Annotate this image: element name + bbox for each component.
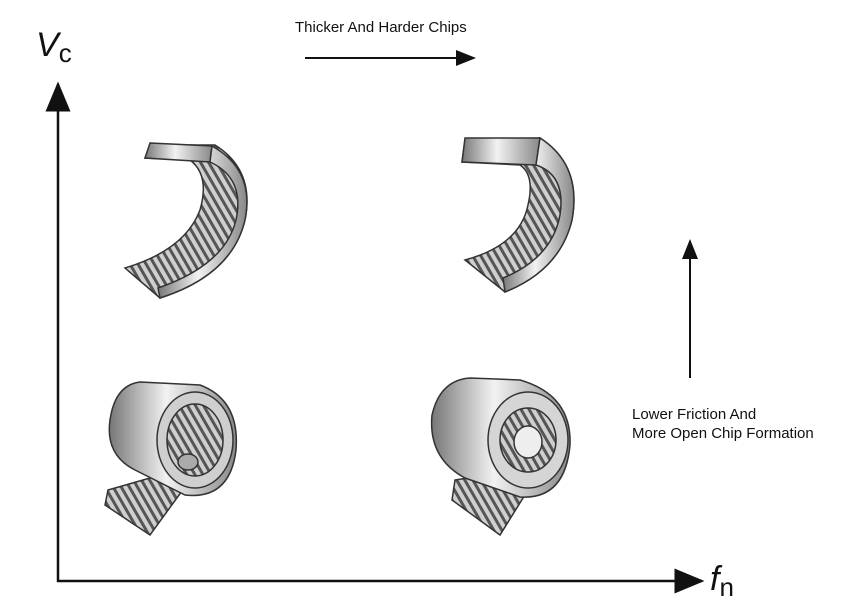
y-axis-symbol: V xyxy=(36,26,59,64)
x-axis-label: fn xyxy=(710,560,734,603)
chip-curled-thick xyxy=(430,377,571,537)
chip-curled-thin xyxy=(104,381,238,537)
chip-open-thin xyxy=(123,142,248,299)
x-axis-subscript: n xyxy=(719,572,734,602)
right-annotation-line1: Lower Friction And xyxy=(632,406,757,423)
top-annotation: Thicker And Harder Chips xyxy=(295,19,467,36)
y-axis-subscript: c xyxy=(58,38,72,68)
right-annotation-line2: More Open Chip Formation xyxy=(632,425,814,442)
x-axis-symbol: f xyxy=(710,560,720,598)
y-axis-label: Vc xyxy=(36,26,72,69)
chip-open-thick xyxy=(461,136,575,294)
